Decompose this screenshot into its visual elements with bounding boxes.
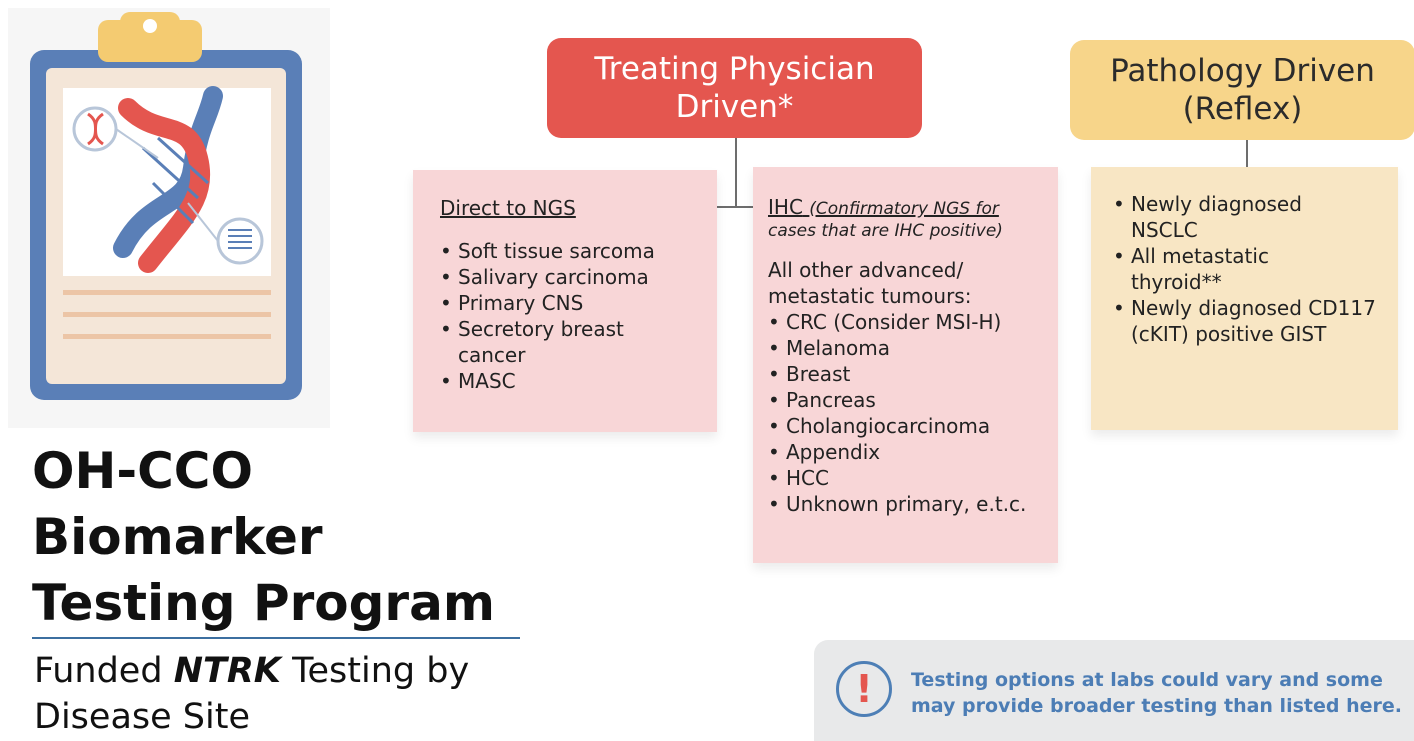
program-title-line-2: Biomarker — [32, 508, 323, 566]
list-item: Pancreas — [768, 387, 1058, 413]
ihc-box: IHC (Confirmatory NGS for cases that are… — [753, 167, 1058, 563]
notice-text: Testing options at labs could vary and s… — [911, 669, 1402, 717]
list-item: Appendix — [768, 439, 1058, 465]
pathology-box: Newly diagnosed NSCLC All metastatic thy… — [1091, 167, 1398, 430]
treating-physician-header-line-1: Treating Physician — [594, 51, 875, 87]
list-item: Newly diagnosed CD117 (cKIT) positive GI… — [1113, 295, 1376, 347]
list-item: All metastatic thyroid** — [1113, 243, 1301, 295]
list-item: Unknown primary, e.t.c. — [768, 491, 1058, 517]
list-item: Melanoma — [768, 335, 1058, 361]
connector-vertical-yellow — [1246, 140, 1248, 167]
program-title-line-1: OH-CCO — [32, 442, 253, 500]
list-item: Salivary carcinoma — [440, 264, 717, 290]
list-item: Secretory breast cancer — [440, 316, 648, 368]
list-item: CRC (Consider MSI-H) — [768, 309, 1058, 335]
list-item: Newly diagnosed NSCLC — [1113, 191, 1331, 243]
subtitle-line-2: Disease Site — [34, 697, 250, 737]
clipboard-illustration-panel — [8, 8, 330, 428]
ihc-list: CRC (Consider MSI-H) Melanoma Breast Pan… — [768, 309, 1058, 517]
pathology-driven-header-line-2: (Reflex) — [1182, 91, 1303, 127]
notice-banner — [814, 640, 1414, 741]
program-title-line-3: Testing Program — [32, 574, 495, 632]
title-divider — [32, 637, 520, 639]
subtitle-prefix: Funded — [34, 651, 174, 691]
exclamation-icon: ! — [836, 661, 892, 717]
pathology-driven-header-line-1: Pathology Driven — [1110, 53, 1375, 89]
ihc-heading: IHC — [768, 195, 803, 219]
direct-to-ngs-box: Direct to NGS Soft tissue sarcoma Saliva… — [413, 170, 717, 432]
direct-to-ngs-list: Soft tissue sarcoma Salivary carcinoma P… — [440, 238, 717, 394]
subtitle-suffix: Testing by — [280, 651, 470, 691]
clipboard-dna-icon — [30, 12, 302, 400]
program-title: OH-CCO Biomarker Testing Program — [32, 438, 495, 636]
ihc-lead: All other advanced/ metastatic tumours: — [768, 258, 972, 308]
list-item: Soft tissue sarcoma — [440, 238, 717, 264]
connector-vertical-red — [735, 138, 737, 208]
pathology-list: Newly diagnosed NSCLC All metastatic thy… — [1113, 191, 1398, 347]
program-subtitle: Funded NTRK Testing by Disease Site — [34, 648, 469, 740]
treating-physician-header: Treating Physician Driven* — [547, 38, 922, 138]
connector-horizontal-red — [717, 206, 753, 208]
ihc-note-line-2: cases that are IHC positive) — [768, 221, 1003, 241]
ihc-note-line-1: (Confirmatory NGS for — [809, 199, 999, 219]
list-item: Primary CNS — [440, 290, 717, 316]
pathology-driven-header: Pathology Driven (Reflex) — [1070, 40, 1414, 140]
list-item: MASC — [440, 368, 717, 394]
treating-physician-header-line-2: Driven* — [675, 89, 794, 125]
ihc-heading-row: IHC (Confirmatory NGS for — [768, 195, 1058, 219]
subtitle-emphasis: NTRK — [173, 651, 281, 691]
list-item: Breast — [768, 361, 1058, 387]
list-item: Cholangiocarcinoma — [768, 413, 1058, 439]
list-item: HCC — [768, 465, 1058, 491]
direct-to-ngs-heading: Direct to NGS — [440, 196, 576, 220]
